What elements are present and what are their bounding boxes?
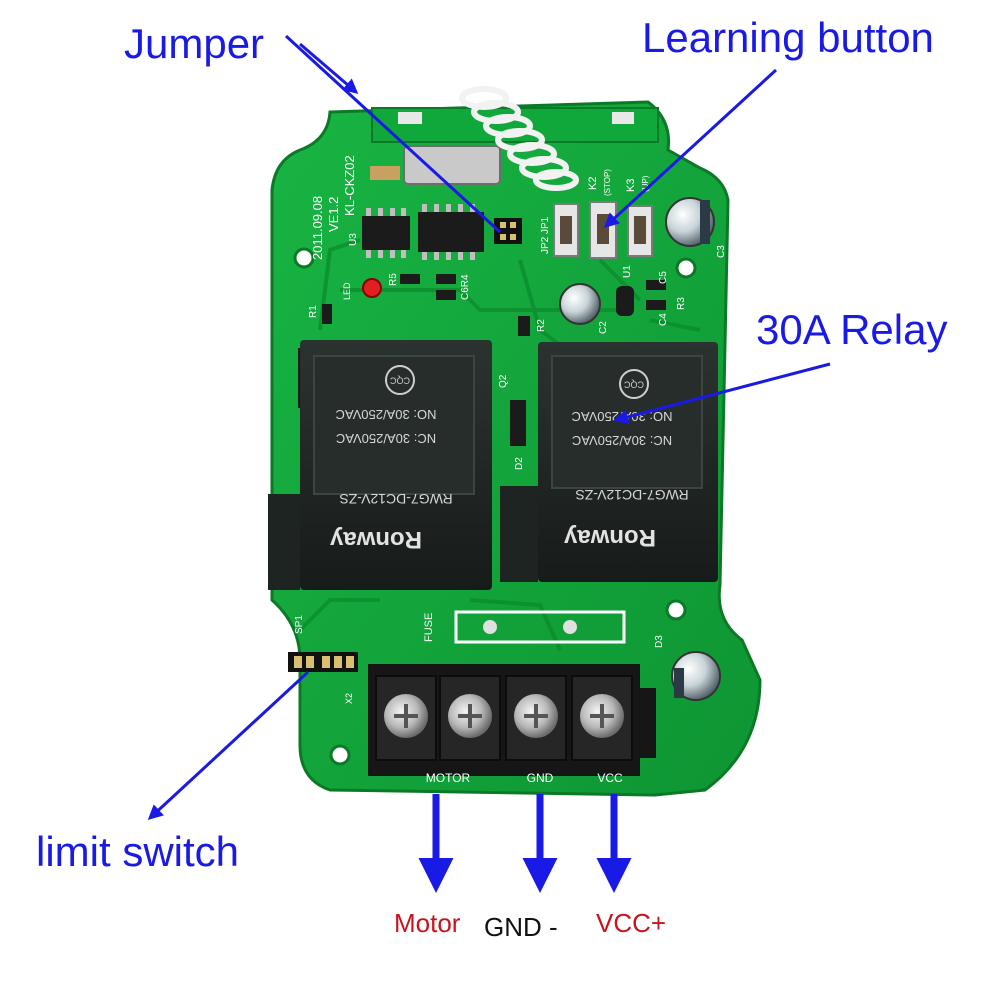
- arrow-limit-switch: [147, 670, 310, 821]
- relay-right-line2: NC: 30A/250VAC: [572, 433, 672, 448]
- mount-hole: [665, 599, 687, 621]
- pcb-board: [270, 100, 762, 797]
- fuse-holder: [454, 610, 626, 644]
- silk-k2-sub: (STOP): [603, 169, 612, 196]
- arrow-relay: [613, 362, 831, 425]
- terminal-block: [368, 664, 656, 776]
- limit-switch-header: [288, 652, 358, 672]
- silk-led: LED: [342, 282, 352, 300]
- silk-model: KL-CKZ02: [342, 155, 357, 216]
- relay-right-cqc: CQC: [624, 380, 645, 390]
- electrolytic-capacitor-c1: [671, 651, 721, 701]
- silk-r3: R3: [676, 297, 687, 310]
- mount-hole: [675, 257, 697, 279]
- learning-button-k2: [589, 201, 617, 259]
- relay-left-brand: Ronway: [329, 526, 422, 553]
- jumper-header: [494, 218, 522, 244]
- terminal-screw: [384, 694, 428, 738]
- mount-hole: [293, 247, 315, 269]
- relay-left-line2: NC: 30A/250VAC: [336, 431, 436, 446]
- learning-button-k1: [553, 203, 579, 257]
- silk-vcc: VCC: [597, 771, 623, 785]
- label-gnd: GND -: [484, 912, 558, 942]
- silk-q2: Q2: [498, 374, 509, 388]
- silk-x1: X1: [290, 693, 300, 704]
- electrolytic-capacitor-c3: [665, 197, 715, 247]
- silk-d3: D3: [654, 635, 665, 648]
- silk-gnd: GND: [527, 771, 554, 785]
- callout-relay: 30A Relay: [756, 306, 948, 353]
- relay-right-brand: Ronway: [563, 524, 656, 551]
- silk-u3: U3: [348, 233, 359, 246]
- arrow-learning-button: [603, 68, 778, 229]
- terminal-screw: [580, 694, 624, 738]
- silk-version: VE1.2: [326, 197, 341, 232]
- terminal-screw: [448, 694, 492, 738]
- rf-pad: [398, 112, 422, 124]
- label-motor: Motor: [394, 908, 461, 938]
- crystal: [403, 145, 501, 185]
- silk-u1: U1: [622, 265, 633, 278]
- silk-x2: X2: [344, 693, 354, 704]
- mount-hole: [329, 744, 351, 766]
- rf-pad: [612, 112, 634, 124]
- led: [362, 278, 382, 298]
- relay-left-cqc: CQC: [390, 376, 411, 386]
- learning-button-k3: [627, 205, 653, 257]
- silk-c6r4: C6R4: [460, 274, 471, 300]
- arrow-jumper-rf: [299, 42, 359, 94]
- callout-learning-button: Learning button: [642, 14, 934, 61]
- smd-component: [370, 166, 400, 180]
- relay-left-line1: NO: 30A/250VAC: [336, 407, 437, 422]
- silk-c3: C3: [716, 245, 727, 258]
- silk-jp: JP2 JP1: [540, 216, 551, 254]
- antenna-coil: [459, 86, 579, 191]
- silk-c2: C2: [598, 321, 609, 334]
- silk-r1: R1: [308, 305, 319, 318]
- silk-date: 2011.09.08: [310, 196, 325, 260]
- silk-k3: K3: [625, 179, 637, 192]
- arrow-jumper-up: [284, 34, 502, 234]
- silk-fuse: FUSE: [423, 613, 435, 642]
- callout-jumper: Jumper: [124, 20, 265, 67]
- silk-k2: K2: [587, 177, 599, 190]
- ic-chip-u3: [362, 204, 484, 260]
- relay-right-model: RWG7-DC12V-ZS: [575, 487, 688, 503]
- silk-c5: C5: [658, 271, 669, 284]
- silk-r2: R2: [536, 319, 547, 332]
- callout-arrows: [147, 34, 831, 893]
- relay-left: CQC NO: 30A/250VAC NC: 30A/250VAC RWG7-D…: [268, 340, 492, 590]
- silk-k3-sub: (UP): [641, 175, 650, 192]
- silk-r5: R5: [388, 273, 399, 286]
- silk-sp1: SP1: [294, 615, 305, 634]
- silk-c4: C4: [658, 313, 669, 326]
- callout-limit-switch: limit switch: [36, 828, 240, 875]
- transistor-u1: [616, 286, 634, 316]
- silk-motor: MOTOR: [426, 771, 471, 785]
- relay-right-line1: NO: 30A/250VAC: [572, 409, 673, 424]
- terminal-screw: [514, 694, 558, 738]
- label-vcc: VCC+: [596, 908, 667, 938]
- electrolytic-capacitor-c2: [559, 283, 601, 325]
- relay-left-model: RWG7-DC12V-ZS: [339, 491, 452, 507]
- silk-d2: D2: [514, 457, 525, 470]
